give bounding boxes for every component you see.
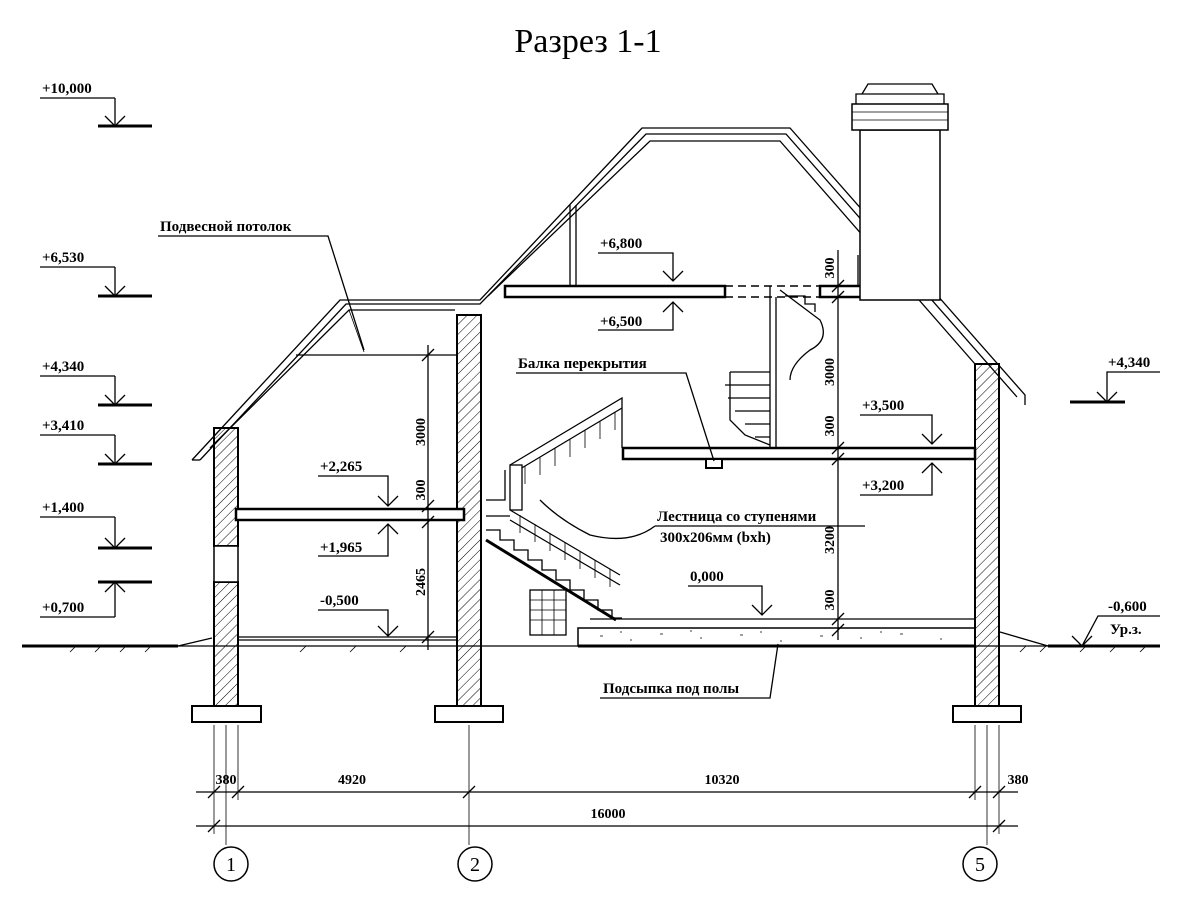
level-label: +3,410 xyxy=(42,418,84,434)
level-label: +6,530 xyxy=(42,250,84,266)
vertical-dimension-left: 3000 300 2465 xyxy=(414,345,435,650)
vertical-dimension-right: 300 3000 300 3200 300 xyxy=(823,250,845,640)
left-floor xyxy=(238,636,456,641)
note-stair: Лестница со ступенями xyxy=(657,509,817,525)
walls xyxy=(191,314,1022,723)
slab-6800-left xyxy=(503,284,727,299)
level-label: +1,965 xyxy=(320,540,362,556)
level-label: +0,700 xyxy=(42,600,84,616)
axis-label-2: 2 xyxy=(470,854,480,876)
level-label: +2,265 xyxy=(320,459,362,475)
dim-300-r1: 300 xyxy=(823,258,838,279)
dim-300-left: 300 xyxy=(414,480,429,501)
annotations: Подвесной потолок Балка перекрытия Лестн… xyxy=(158,219,865,699)
axis-label-1: 1 xyxy=(226,854,236,876)
main-stair xyxy=(485,396,623,636)
level-label: -0,600 xyxy=(1108,599,1147,615)
wall-axis-1-lower xyxy=(213,581,239,708)
axis-lines xyxy=(213,725,1000,845)
level-marker: +1,400 xyxy=(40,500,152,550)
level-label: +1,400 xyxy=(42,500,84,516)
ground-label: Ур.з. xyxy=(1110,622,1142,638)
dim-380-left: 380 xyxy=(216,773,237,788)
level-label: -0,500 xyxy=(320,593,359,609)
level-label: +3,500 xyxy=(862,398,904,414)
slab-3500 xyxy=(621,446,977,461)
wall-axis-5 xyxy=(974,363,1000,708)
level-label: +10,000 xyxy=(42,81,92,97)
level-marker: +6,530 xyxy=(40,250,152,298)
level-marker: +3,410 xyxy=(40,418,152,466)
horizontal-dimensions: 380 4920 10320 380 16000 xyxy=(196,773,1029,834)
level-marker: +0,700 xyxy=(40,580,152,618)
window-opening xyxy=(213,545,239,583)
left-level-markers: +10,000 +6,530 +4,340 +3,410 xyxy=(40,81,152,618)
dim-4920: 4920 xyxy=(338,773,366,788)
right-level-markers: +4,340 -0,600 Ур.з. xyxy=(1070,355,1160,647)
dim-3200-r: 3200 xyxy=(823,526,838,554)
level-label: +6,500 xyxy=(600,314,642,330)
spiral-stair xyxy=(725,286,824,448)
chimney xyxy=(851,83,949,301)
level-label: +3,200 xyxy=(862,478,904,494)
level-label: +4,340 xyxy=(1108,355,1150,371)
note-beam: Балка перекрытия xyxy=(518,356,647,372)
axis-label-5: 5 xyxy=(975,854,985,876)
level-label: 0,000 xyxy=(690,569,724,585)
dim-2465-left: 2465 xyxy=(414,568,429,596)
drawing-title: Разрез 1-1 xyxy=(514,23,661,60)
dim-300-r2: 300 xyxy=(823,416,838,437)
dim-16000: 16000 xyxy=(591,807,626,822)
wall-axis-1-upper xyxy=(213,427,239,547)
axis-markers: 1 2 5 xyxy=(213,846,998,882)
dim-3000-r: 3000 xyxy=(823,358,838,386)
note-fill: Подсыпка под полы xyxy=(603,681,739,697)
inner-level-markers: +6,800 +6,500 +2,265 +1,965 -0,500 +3,50… xyxy=(318,236,943,637)
level-label: +6,800 xyxy=(600,236,642,252)
note-stair-size: 300x206мм (bxh) xyxy=(660,530,771,546)
level-marker: +10,000 xyxy=(40,81,152,128)
dim-300-r3: 300 xyxy=(823,590,838,611)
dim-380-right: 380 xyxy=(1008,773,1029,788)
floor-fill xyxy=(577,618,976,648)
note-ceiling: Подвесной потолок xyxy=(160,219,292,235)
slab-2265 xyxy=(234,507,466,522)
level-label: +4,340 xyxy=(42,359,84,375)
dim-3000-left: 3000 xyxy=(414,418,429,446)
roof xyxy=(191,127,1026,461)
dim-10320: 10320 xyxy=(705,773,740,788)
level-marker: +4,340 xyxy=(40,359,152,407)
